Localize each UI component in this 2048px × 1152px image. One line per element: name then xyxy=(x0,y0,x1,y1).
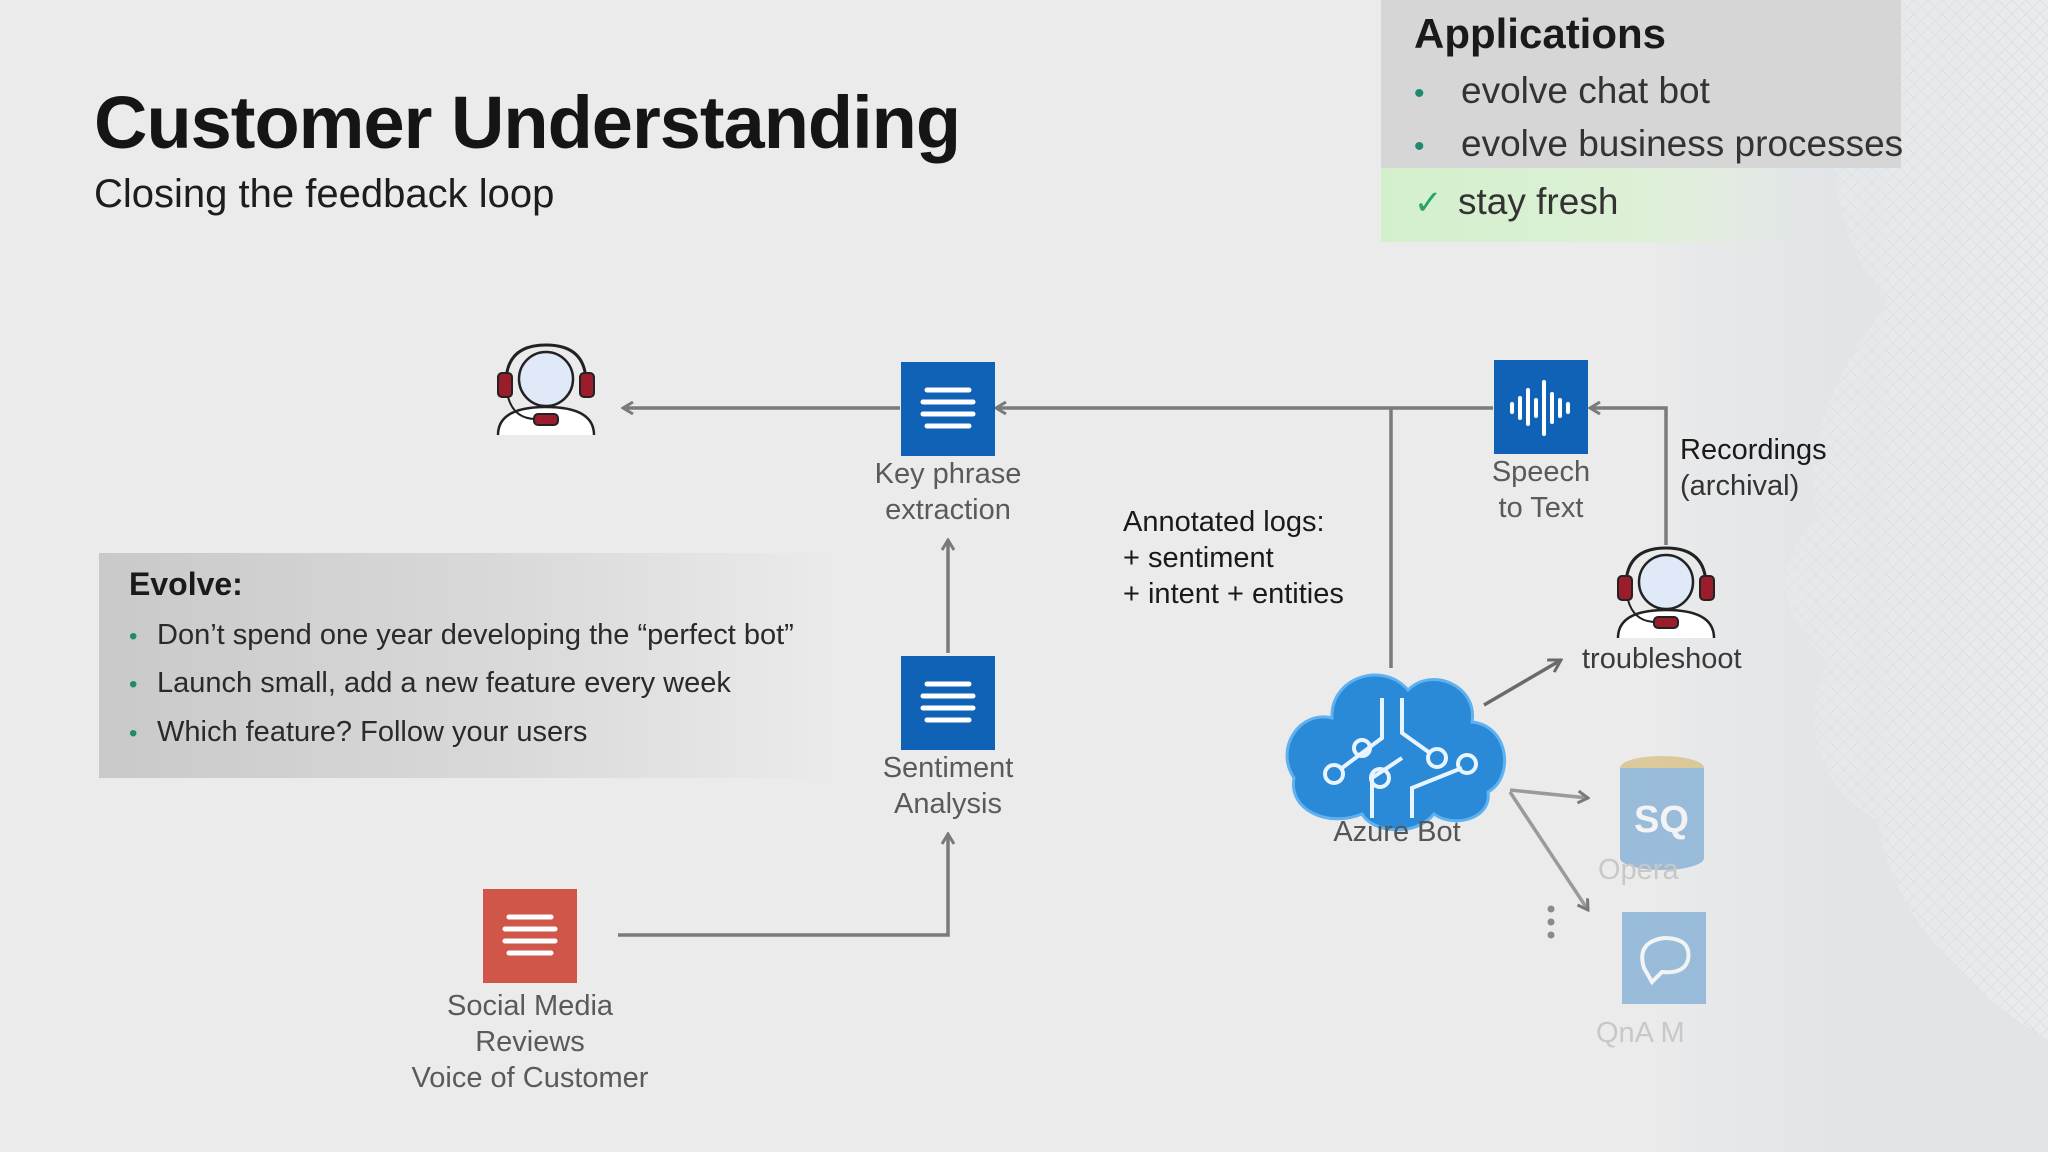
more-ellipsis-icon xyxy=(1547,905,1555,939)
azure-bot-brain-icon xyxy=(1285,673,1506,832)
bullet-icon: • xyxy=(129,623,138,650)
applications-item: •evolve chat bot xyxy=(1414,70,1710,111)
evolve-item: •Which feature? Follow your users xyxy=(129,716,588,748)
applications-highlight-row xyxy=(1381,168,1801,242)
support-agent-icon xyxy=(496,343,596,436)
speech-to-text-label: Speech to Text xyxy=(1491,456,1591,524)
evolve-heading: Evolve: xyxy=(129,566,243,602)
evolve-item: •Don’t spend one year developing the “pe… xyxy=(129,619,794,651)
applications-panel xyxy=(1381,0,1901,168)
arrow-recordings-to-speech xyxy=(1590,408,1668,545)
operations-label-faded: Opera xyxy=(1598,854,1679,886)
social-media-label: Social Media Reviews Voice of Customer xyxy=(411,990,649,1094)
key-phrase-extraction-icon xyxy=(901,362,995,456)
bullet-icon: • xyxy=(129,720,138,747)
key-phrase-label: Key phrase extraction xyxy=(874,458,1022,526)
recordings-label: Recordings (archival) xyxy=(1680,434,1827,502)
face-wireframe-decoration xyxy=(1648,0,2048,1152)
checkmark-icon: ✓ xyxy=(1414,184,1443,222)
sql-icon-label: SQ xyxy=(1634,799,1689,841)
applications-checked-item: ✓stay fresh xyxy=(1414,181,1619,222)
azure-bot-label: Azure Bot xyxy=(1333,816,1461,848)
bullet-icon: • xyxy=(1414,77,1425,110)
bullet-icon: • xyxy=(1414,130,1425,163)
applications-heading: Applications xyxy=(1414,10,1667,57)
evolve-item: •Launch small, add a new feature every w… xyxy=(129,667,731,699)
sentiment-analysis-label: Sentiment Analysis xyxy=(882,752,1014,820)
speech-to-text-icon xyxy=(1494,360,1588,454)
slide-subtitle: Closing the feedback loop xyxy=(94,172,555,216)
qna-maker-icon xyxy=(1622,912,1706,1004)
support-agent-icon xyxy=(1616,546,1716,639)
arrow-azurebot-to-sql xyxy=(1509,788,1588,798)
arrow-social-to-sentiment xyxy=(618,834,948,937)
sentiment-analysis-icon xyxy=(901,656,995,750)
slide-title: Customer Understanding xyxy=(94,81,961,164)
arrow-azurebot-to-troubleshoot xyxy=(1483,658,1561,707)
arrow-azurebot-to-qna xyxy=(1508,791,1588,910)
sql-database-icon: SQ xyxy=(1620,756,1704,870)
bullet-icon: • xyxy=(129,671,138,698)
troubleshoot-label: troubleshoot xyxy=(1582,643,1742,675)
social-media-reviews-icon xyxy=(483,889,577,983)
evolve-panel xyxy=(99,553,839,778)
annotated-logs-label: Annotated logs: + sentiment + intent + e… xyxy=(1123,506,1344,610)
applications-item: •evolve business processes xyxy=(1414,123,1904,164)
qna-label-faded: QnA M xyxy=(1596,1017,1685,1049)
